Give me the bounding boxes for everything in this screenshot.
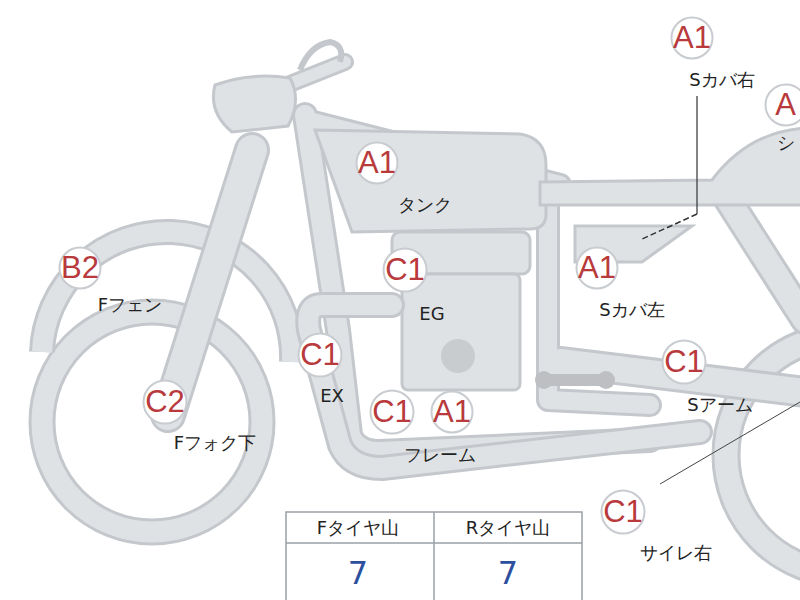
callout-circle: C1: [369, 389, 415, 435]
table-cell: 7: [348, 554, 368, 592]
callout-circle: C1: [600, 489, 646, 535]
callout-circle: A: [764, 83, 800, 127]
part-name: Sカバ右: [689, 68, 754, 92]
callout-number: A1: [355, 141, 399, 185]
callout-circle: B2: [58, 246, 102, 290]
part-name: Sアーム: [687, 393, 752, 417]
callout-number: C1: [382, 247, 428, 293]
callout-number: A1: [430, 390, 474, 434]
part-name: EX: [320, 385, 344, 406]
callout-circle: A1: [355, 141, 399, 185]
table-cell: Rタイヤ山: [466, 516, 551, 540]
callout-number: C1: [369, 389, 415, 435]
callout-circle: C1: [382, 247, 428, 293]
callout-circle: C1: [661, 339, 707, 385]
callout-number: C1: [600, 489, 646, 535]
part-name: タンク: [398, 193, 452, 217]
part-name: シ: [777, 131, 795, 155]
callout-circle: A1: [430, 390, 474, 434]
callout-number: A: [764, 83, 800, 127]
part-name: EG: [419, 303, 444, 324]
callout-circle: C1: [297, 332, 343, 378]
part-name: Fフォク下: [174, 431, 256, 455]
callout-number: C2: [142, 379, 188, 425]
part-name: Fフェン: [98, 293, 162, 317]
callout-circle: C2: [142, 379, 188, 425]
part-name: Sカバ左: [599, 298, 664, 322]
callout-number: C1: [297, 332, 343, 378]
part-name: フレーム: [404, 443, 476, 467]
table-cell: 7: [498, 554, 518, 592]
callout-number: B2: [58, 246, 102, 290]
table-cell: Fタイヤ山: [317, 516, 399, 540]
callout-circle: A1: [575, 246, 619, 290]
callout-number: A1: [670, 16, 714, 60]
callout-circle: A1: [670, 16, 714, 60]
callout-number: C1: [661, 339, 707, 385]
callout-number: A1: [575, 246, 619, 290]
part-name: サイレ右: [640, 541, 712, 565]
